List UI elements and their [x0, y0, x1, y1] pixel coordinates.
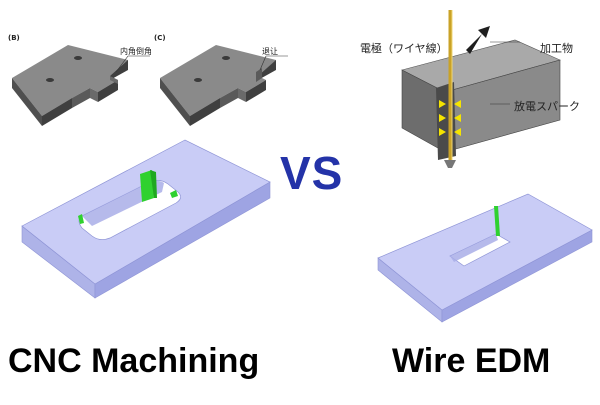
figure-c: (C) 退让 [148, 0, 298, 130]
figure-b-tag: (B) [8, 34, 20, 42]
edm-plate [370, 190, 600, 330]
figure-c-tag: (C) [154, 34, 166, 42]
figure-b: (B) 内角倒角 [0, 0, 152, 130]
block-b-illustration [12, 45, 150, 126]
spark-label: 放電スパーク [514, 100, 580, 113]
wire-edm-diagram: 電極（ワイヤ線） 加工物 放電スパーク [340, 0, 600, 175]
figure-b-note: 内角倒角 [120, 47, 152, 56]
edm-plate-illustration [377, 193, 593, 323]
electrode-label: 電極（ワイヤ線） [360, 42, 448, 55]
wire-edm-caption: Wire EDM [392, 342, 551, 380]
figure-c-note: 退让 [262, 47, 278, 56]
workpiece-label: 加工物 [540, 42, 573, 55]
cnc-machining-caption: CNC Machining [8, 342, 260, 380]
versus-label: VS [280, 147, 344, 199]
cnc-plate [0, 120, 280, 330]
cnc-plate-illustration [21, 139, 271, 299]
block-c-illustration [160, 45, 288, 126]
edm-block-illustration [401, 10, 561, 168]
